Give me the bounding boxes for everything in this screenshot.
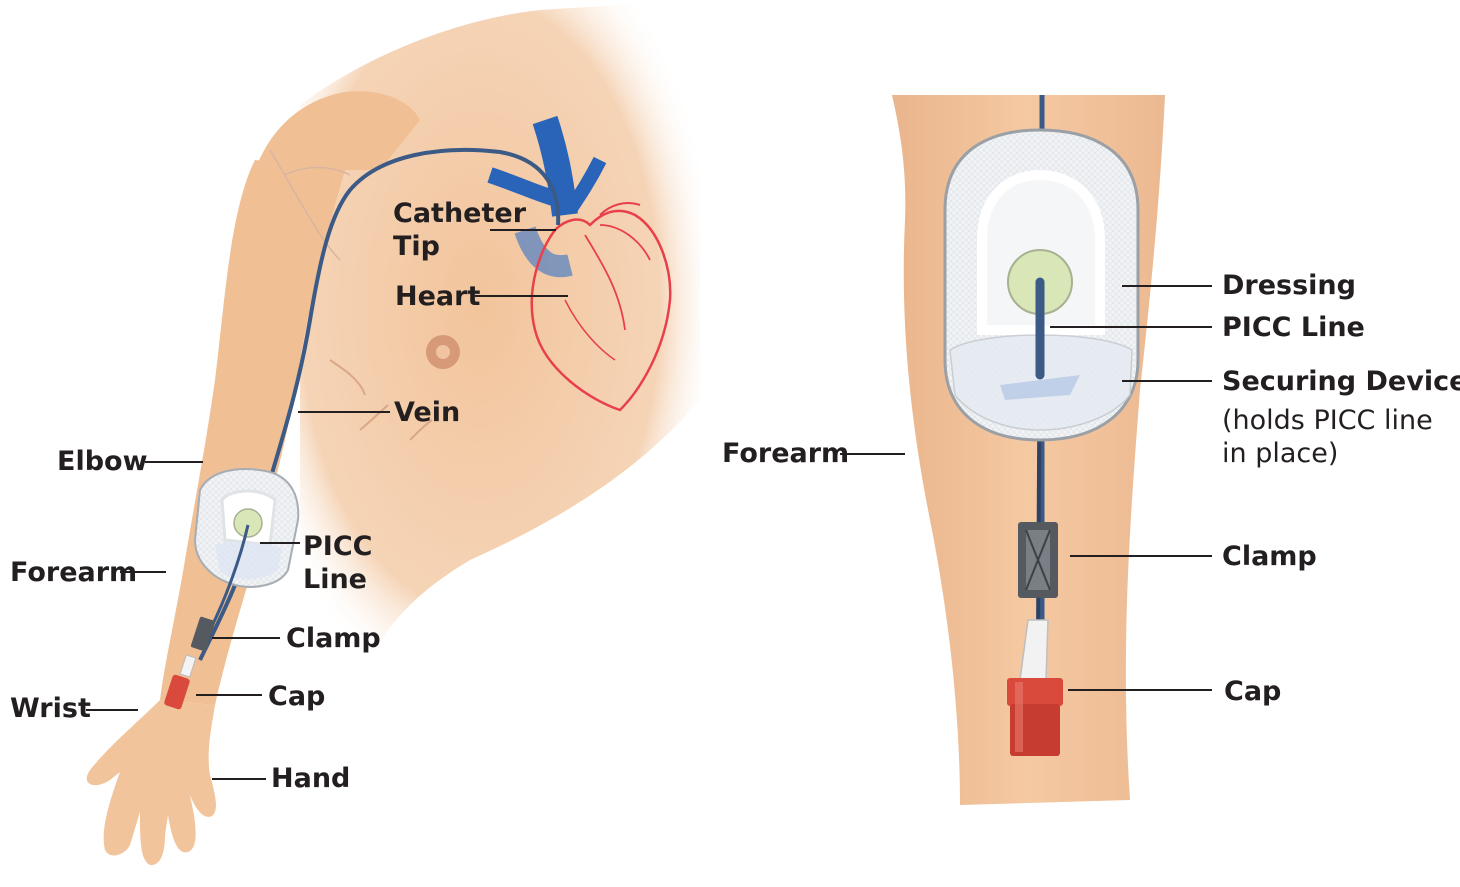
label-clamp-left: Clamp [286,622,381,655]
label-forearm-right: Forearm [722,437,849,470]
label-cap-left: Cap [268,680,325,713]
label-cap-right: Cap [1224,675,1281,708]
label-forearm-left: Forearm [10,556,137,589]
label-catheter-tip-line2: Tip [393,230,526,263]
label-dressing: Dressing [1222,269,1356,302]
label-picc-line-left-line1: PICC [303,530,372,563]
label-picc-line-right: PICC Line [1222,311,1365,344]
clamp-right [1018,522,1058,598]
label-securing-note: (holds PICC line in place) [1222,404,1433,470]
label-securing-note-line1: (holds PICC line [1222,404,1433,437]
label-catheter-tip-line1: Catheter [393,197,526,230]
label-clamp-right: Clamp [1222,540,1317,573]
label-securing-note-line2: in place) [1222,437,1433,470]
label-elbow: Elbow [57,445,148,478]
label-picc-line-left-line2: Line [303,563,372,596]
nipple [426,335,460,369]
label-picc-line-left: PICC Line [303,530,372,596]
label-wrist: Wrist [10,692,91,725]
dressing-right [945,130,1138,440]
label-vein: Vein [394,396,460,429]
label-heart: Heart [395,280,480,313]
label-hand: Hand [271,762,350,795]
label-catheter-tip: Catheter Tip [393,197,526,263]
label-securing-device: Securing Device [1222,365,1460,398]
